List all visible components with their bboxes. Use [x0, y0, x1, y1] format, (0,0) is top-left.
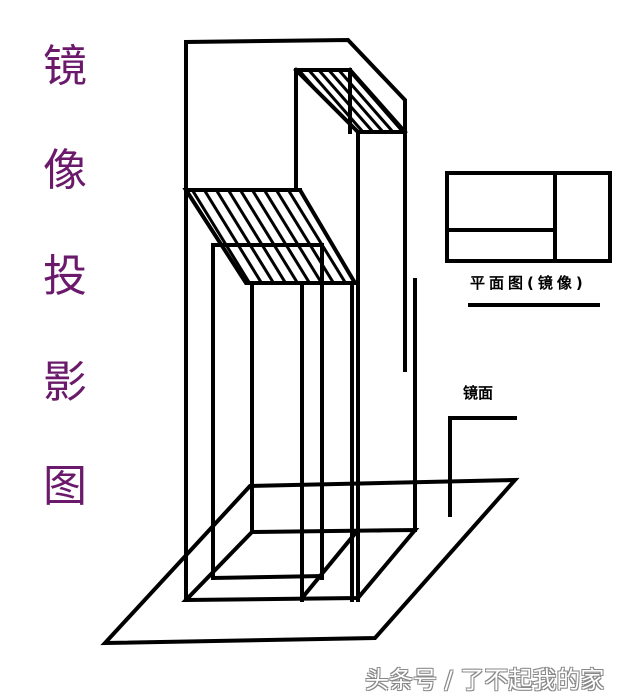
- title-char: 投: [43, 251, 87, 302]
- reflected-box: [181, 527, 420, 603]
- plan-view-caption: 平面图(镜像): [470, 274, 587, 292]
- title-char: 图: [43, 461, 87, 512]
- mirror-leader: [448, 416, 517, 517]
- title-char: 影: [43, 357, 87, 408]
- mirror-label: 镜面: [463, 384, 494, 402]
- watermark: 头条号 / 了不起我的家: [365, 666, 605, 694]
- mirror-plane: [100, 477, 520, 646]
- projection-verticals: [211, 243, 417, 602]
- cabinet-upper: [184, 37, 408, 602]
- plan-view: [445, 171, 612, 307]
- hatched-shelf-lower: [182, 188, 359, 285]
- title-char: 像: [43, 145, 87, 196]
- title-char: 镜: [43, 41, 87, 92]
